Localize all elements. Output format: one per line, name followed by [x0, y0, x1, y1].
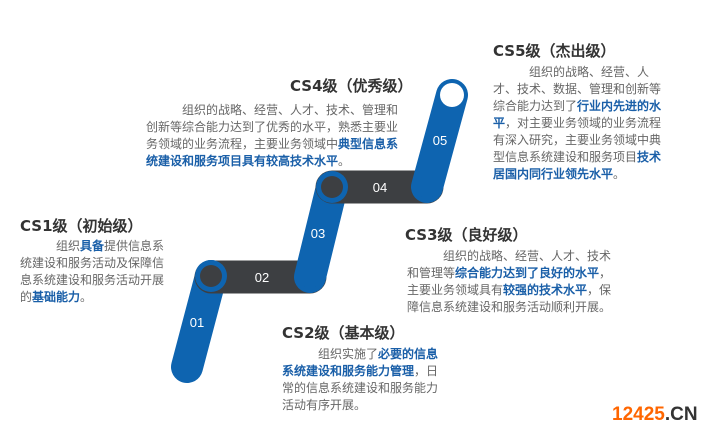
body-text: 组织的战略、经营、人才、技术、数据、管理和创新等综合能力达到了 — [493, 65, 662, 113]
cs5-title: CS5级（杰出级） — [493, 42, 616, 60]
highlight-text: 综合能力达到了良好的水平 — [455, 266, 600, 280]
cs2-body: 组织实施了必要的信息系统建设和服务能力管理，日常的信息系统建设和服务能力活动有序… — [282, 346, 442, 414]
body-text: 组织实施了 — [318, 347, 379, 361]
body-text: ，主要业务领域具有 — [407, 266, 612, 297]
body-text: 。 — [613, 167, 626, 181]
joint-circle — [416, 176, 438, 198]
highlight-text: 基础能力 — [32, 290, 81, 304]
body-text: 提供信息系统建设和服务活动及保障信息系统建设和服务活动开展的 — [20, 239, 165, 304]
highlight-text: 较强的技术水平 — [503, 283, 588, 297]
step-number-01: 01 — [190, 315, 204, 330]
body-text: 组织的战略、经营、人才、技术和管理等 — [407, 249, 612, 280]
body-text: 。 — [338, 154, 351, 168]
body-text: 组织的战略、经营、人才、技术、管理和创新等综合能力达到了优秀的水平，熟悉主要业务… — [146, 103, 399, 151]
step-number-05: 05 — [433, 133, 447, 148]
cs3-body: 组织的战略、经营、人才、技术和管理等综合能力达到了良好的水平，主要业务领域具有较… — [407, 248, 615, 316]
step-number-04: 04 — [373, 180, 387, 195]
watermark-suffix: .CN — [664, 404, 698, 425]
body-text: ，日常的信息系统建设和服务能力活动有序开展。 — [282, 364, 439, 412]
cs1-body: 组织具备提供信息系统建设和服务活动及保障信息系统建设和服务活动开展的基础能力。 — [20, 238, 172, 306]
watermark-logo: 12425.CN — [612, 404, 698, 426]
cs3-title: CS3级（良好级） — [405, 226, 528, 244]
body-text: ，对主要业务领域的业务流程有深入研究，主要业务领域中典型信息系统建设和服务项目 — [493, 116, 662, 164]
highlight-text: 必要的信息系统建设和服务能力管理 — [282, 347, 439, 378]
highlight-text: 行业内先进的水平 — [493, 99, 662, 130]
cs5-body: 组织的战略、经营、人才、技术、数据、管理和创新等综合能力达到了行业内先进的水平，… — [493, 64, 667, 183]
joint-circle — [321, 176, 343, 198]
body-text: ，保障信息系统建设和服务活动顺利开展。 — [407, 283, 612, 314]
cs4-title: CS4级（优秀级） — [290, 77, 413, 95]
joint-circle — [299, 266, 321, 288]
segment-05 — [411, 79, 468, 203]
watermark-main: 12425 — [612, 404, 665, 425]
cs4-body: 组织的战略、经营、人才、技术、管理和创新等综合能力达到了优秀的水平，熟悉主要业务… — [146, 102, 404, 170]
top-circle — [440, 83, 464, 107]
highlight-text: 具备 — [80, 239, 105, 253]
cs2-title: CS2级（基本级） — [282, 324, 405, 342]
body-text: 组织 — [56, 239, 81, 253]
joint-circle — [200, 265, 222, 287]
body-text: 。 — [80, 290, 93, 304]
step-number-03: 03 — [311, 226, 325, 241]
step-number-02: 02 — [255, 270, 269, 285]
cs1-title: CS1级（初始级） — [20, 217, 143, 235]
highlight-text: 技术居国内同行业领先水平 — [493, 150, 662, 181]
highlight-text: 典型信息系统建设和服务项目具有较高技术水平 — [146, 137, 399, 168]
